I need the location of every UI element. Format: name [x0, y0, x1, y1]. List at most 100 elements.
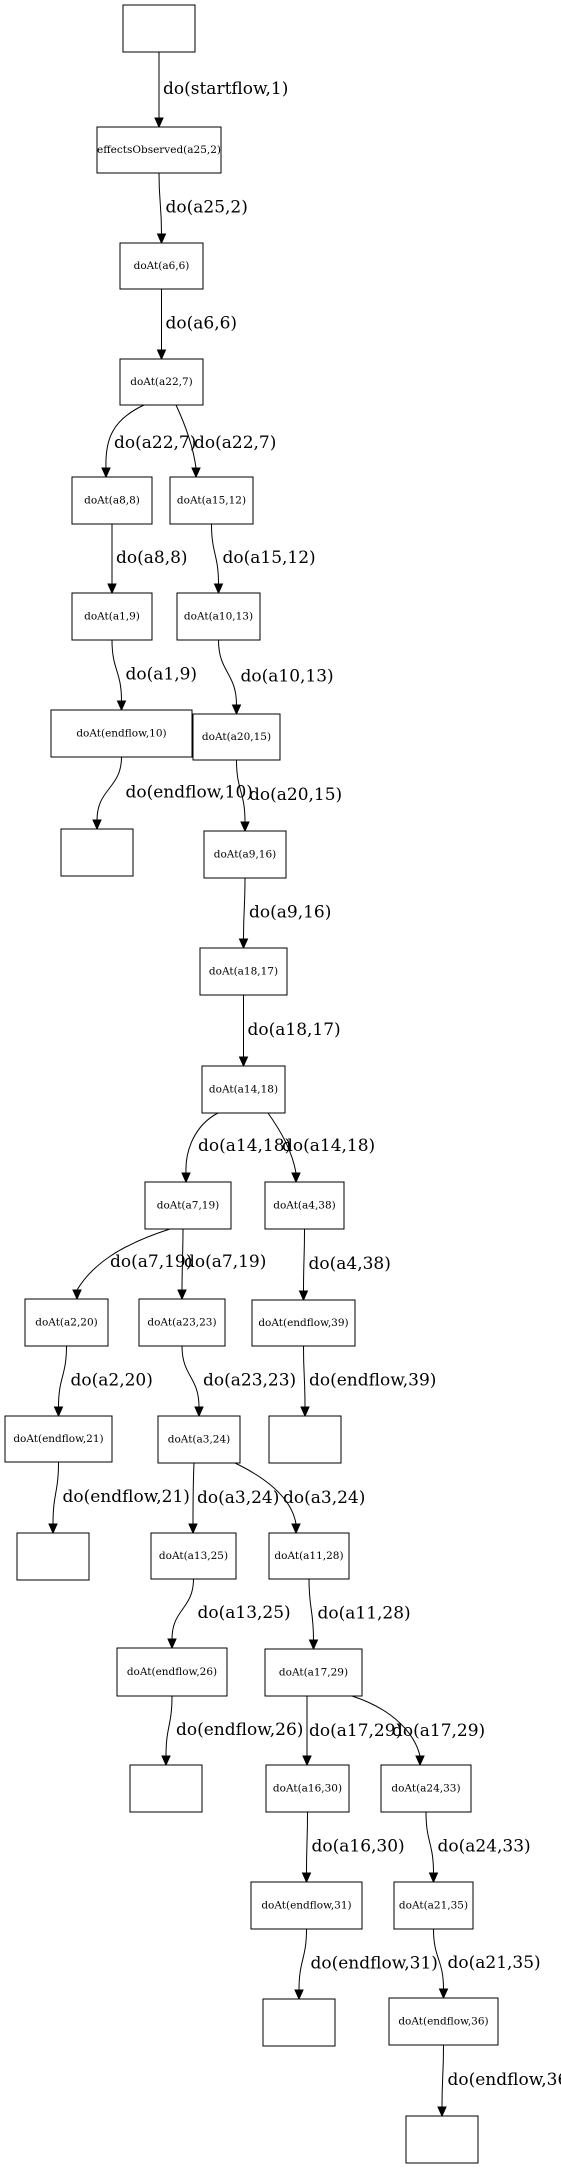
action-node: doAt(a21,35)	[393, 1881, 474, 1930]
node-label: doAt(endflow,39)	[258, 1317, 348, 1329]
edge-label: do(a7,19)	[110, 1252, 192, 1272]
edge-arrowhead	[92, 819, 102, 831]
node-label: doAt(a21,35)	[399, 1900, 468, 1912]
edge-label: do(a17,29)	[309, 1721, 402, 1741]
action-node: doAt(endflow,21)	[4, 1415, 113, 1463]
node-label: doAt(a14,18)	[209, 1084, 278, 1096]
node-box	[265, 1764, 350, 1813]
node-box	[169, 476, 254, 525]
action-node: doAt(a2,20)	[24, 1298, 109, 1347]
edge-label: do(endflow,39)	[309, 1371, 436, 1391]
edge-arrowhead	[156, 349, 167, 361]
edge-arrowhead	[48, 1523, 58, 1535]
edge-label: do(a2,20)	[71, 1371, 153, 1391]
node-box	[262, 1998, 336, 2047]
node-label: doAt(a6,6)	[134, 260, 190, 272]
edge-n13-to-n15	[76, 1228, 171, 1291]
node-box	[122, 4, 196, 53]
node-box	[264, 1181, 345, 1230]
terminal-node	[16, 1532, 90, 1581]
edge-label: do(a15,12)	[223, 548, 316, 568]
edge-arrowhead	[213, 583, 224, 595]
edge-arrowhead	[188, 1523, 198, 1535]
node-label: doAt(a15,12)	[177, 495, 246, 507]
action-node: doAt(a20,15)	[192, 713, 281, 761]
action-node: doAt(a8,8)	[71, 476, 153, 525]
edge-label: do(a11,28)	[318, 1604, 411, 1624]
edge-arrowhead	[415, 1755, 425, 1767]
node-box	[60, 828, 134, 877]
terminal-node	[405, 2115, 479, 2164]
node-label: doAt(a2,20)	[35, 1317, 98, 1329]
edge-arrowhead	[291, 1523, 301, 1535]
terminal-node	[129, 1764, 203, 1813]
edge-n3-to-n4	[105, 404, 145, 469]
action-node: doAt(a16,30)	[265, 1764, 350, 1813]
edge-label: do(a14,18)	[198, 1136, 291, 1156]
action-node: doAt(endflow,10)	[50, 709, 193, 758]
edge-label: do(endflow,10)	[126, 783, 253, 803]
node-box	[268, 1415, 342, 1464]
node-box	[250, 1881, 363, 1930]
edge-arrowhead	[194, 1406, 204, 1418]
action-node: effectsObserved(a25,2)	[96, 126, 222, 174]
edge-n12-to-n13	[185, 1112, 219, 1174]
edge-label: do(a3,24)	[283, 1488, 365, 1508]
edge-label: do(a21,35)	[448, 1953, 541, 1973]
node-box	[119, 358, 204, 406]
node-box	[203, 830, 287, 879]
edge-n16-to-n19	[181, 1345, 200, 1408]
action-node: doAt(a14,18)	[201, 1065, 286, 1114]
edge-arrowhead	[167, 1638, 177, 1650]
action-node: doAt(endflow,39)	[251, 1299, 356, 1347]
edge-n13-to-n16	[181, 1228, 184, 1291]
edge-n10-to-n11	[243, 877, 246, 940]
terminal-node	[122, 4, 196, 53]
edge-label: do(a1,9)	[126, 665, 198, 685]
edge-label: do(endflow,26)	[176, 1720, 303, 1740]
edge-arrowhead	[238, 1056, 249, 1068]
edge-arrowhead	[301, 1872, 312, 1884]
action-node: doAt(a17,29)	[264, 1648, 363, 1697]
node-label: doAt(endflow,36)	[398, 2016, 488, 2028]
edge-label: do(a16,30)	[312, 1837, 405, 1857]
edge-arrowhead	[156, 233, 167, 245]
edge-label: do(a18,17)	[248, 1020, 341, 1040]
edge-n27-to-n28	[433, 1928, 444, 1990]
terminal-node	[262, 1998, 336, 2047]
edge-arrowhead	[107, 583, 117, 595]
edge-arrowhead	[308, 1639, 319, 1651]
node-label: doAt(a10,13)	[184, 611, 253, 623]
edge-arrowhead	[238, 938, 249, 950]
edge-label: do(endflow,31)	[311, 1954, 438, 1974]
action-node: doAt(a1,9)	[71, 592, 153, 641]
node-label: doAt(a18,17)	[209, 966, 278, 978]
node-box	[50, 709, 193, 758]
edge-label: do(a7,19)	[184, 1252, 266, 1272]
action-node: doAt(a3,24)	[157, 1415, 241, 1464]
edge-n20-to-n22	[171, 1578, 194, 1640]
node-box	[129, 1764, 203, 1813]
action-node: doAt(a18,17)	[199, 947, 288, 996]
node-box	[405, 2115, 479, 2164]
node-box	[144, 1181, 232, 1230]
terminal-node	[268, 1415, 342, 1464]
node-label: doAt(endflow,31)	[261, 1900, 351, 1912]
edge-n8-to-end1	[96, 756, 122, 821]
edge-arrowhead	[116, 700, 127, 712]
edge-arrowhead	[428, 1872, 439, 1884]
edge-n12-to-n14	[267, 1112, 297, 1174]
node-label: doAt(a16,30)	[273, 1783, 342, 1795]
terminal-node	[60, 828, 134, 877]
edge-label: do(endflow,36)	[448, 2070, 561, 2090]
edge-arrowhead	[101, 467, 111, 479]
node-label: doAt(a9,16)	[214, 849, 277, 861]
node-label: doAt(a3,24)	[168, 1434, 231, 1446]
node-label: doAt(a13,25)	[159, 1550, 228, 1562]
node-box	[119, 242, 204, 290]
action-node: doAt(endflow,36)	[388, 1997, 499, 2046]
action-node: doAt(a7,19)	[144, 1181, 232, 1230]
node-label: doAt(a24,33)	[391, 1783, 460, 1795]
action-node: doAt(a23,23)	[138, 1298, 226, 1347]
